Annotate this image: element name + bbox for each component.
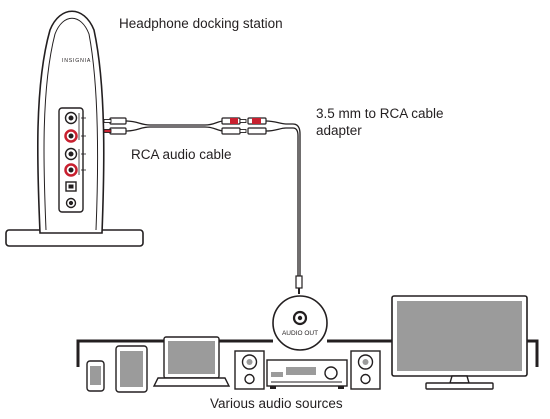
speaker-right: [350, 350, 381, 390]
laptop: [152, 336, 231, 387]
adapter-wire-down-1: [292, 123, 301, 278]
rca-cable-label: RCA audio cable: [131, 147, 232, 162]
rca-plug-bottom-tip: [103, 129, 112, 133]
adapter-wire-top: [265, 120, 293, 125]
rca-audio-cable: [103, 117, 247, 135]
power-jack-hole: [68, 200, 74, 206]
audio-sources: [86, 295, 528, 393]
dock-brand: INSIGNIA: [62, 58, 91, 64]
port-markings: [78, 113, 86, 175]
television: [391, 295, 528, 390]
rca-plug-far-tip-bottom: [239, 129, 247, 133]
speaker-left: [234, 350, 265, 390]
jack-red-2-hole: [68, 167, 74, 173]
rca-plug-far-tip-top: [239, 119, 247, 123]
jack-red-1-hole: [68, 133, 74, 139]
adapter-label-line1: 3.5 mm to RCA cable: [316, 106, 444, 121]
rca-cable-wire-bottom: [125, 126, 225, 132]
tablet: [115, 345, 148, 393]
sources-label: Various audio sources: [210, 396, 343, 411]
rca-cable-wire-top: [125, 120, 225, 126]
dock-label: Headphone docking station: [119, 16, 283, 31]
adapter-wire-down-2: [292, 127, 299, 278]
rca-plug-top: [109, 117, 127, 125]
rca-plug-top-tip: [103, 119, 112, 123]
rca-plug-far-top-red: [230, 118, 238, 124]
mini-plug-body: [295, 275, 303, 289]
adapter-jack-top-red: [252, 118, 261, 124]
audio-out-jack-hole: [297, 315, 303, 321]
av-receiver: [266, 359, 348, 389]
rca-plug-far-bottom: [221, 127, 241, 135]
jack-white-2-hole: [68, 151, 74, 157]
audio-out-label: AUDIO OUT: [282, 330, 318, 337]
dock-jacks: [64, 111, 78, 209]
smartphone: [86, 360, 105, 392]
adapter-label-line2: adapter: [316, 123, 362, 138]
optical-port-inner: [68, 184, 74, 189]
jack-white-1-hole: [68, 115, 74, 121]
mini-plug-tip: [298, 288, 300, 294]
adapter-wire-bottom: [265, 127, 293, 132]
audio-out-port: AUDIO OUT: [272, 295, 328, 351]
adapter-jack-bottom: [247, 127, 267, 135]
rca-plug-bottom: [109, 127, 127, 135]
rca-adapter: [247, 117, 303, 294]
dock-arch-inner: [43, 17, 99, 231]
